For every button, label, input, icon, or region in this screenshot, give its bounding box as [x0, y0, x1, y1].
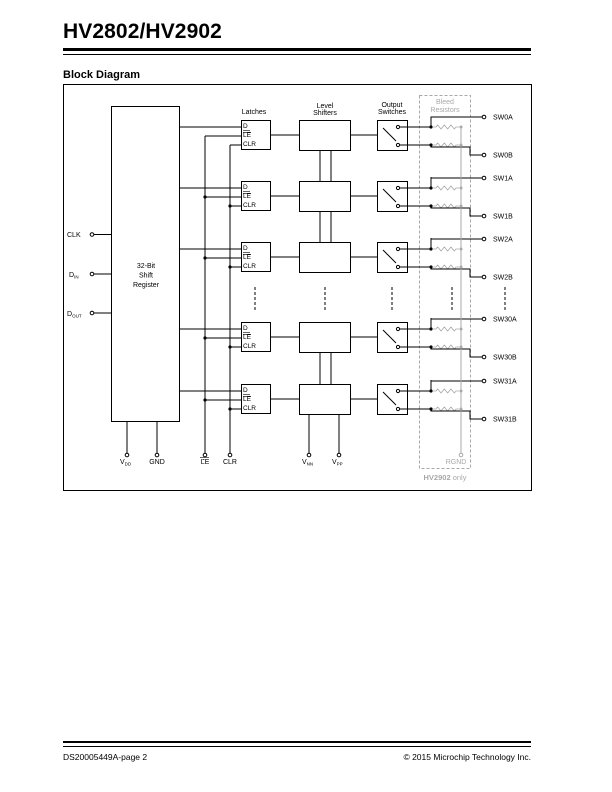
output-switch-box — [377, 181, 408, 212]
output-label: SW0B — [493, 153, 513, 160]
vpp-label: VPP — [332, 459, 343, 467]
output-label: SW30A — [493, 317, 517, 324]
shift-register-label-2: Shift — [139, 273, 153, 280]
output-switches-header-1: Output — [381, 102, 402, 109]
clr-pin-label: CLR — [223, 459, 237, 466]
dout-label: DOUT — [67, 311, 82, 319]
level-shifter-box — [299, 384, 351, 415]
vdd-label: VDD — [120, 459, 132, 467]
output-label: SW2A — [493, 237, 513, 244]
input-din: DIN — [69, 271, 112, 280]
level-shifter-box — [299, 181, 351, 212]
section-title: Block Diagram — [63, 69, 141, 81]
output-switch-box — [377, 120, 408, 151]
level-shifter-box — [299, 120, 351, 151]
input-clk: CLK — [67, 232, 112, 239]
clk-label: CLK — [67, 232, 81, 239]
output-label: SW0A — [493, 115, 513, 122]
latch-le-label: LE — [243, 334, 252, 341]
channel-row: D LE CLR SW2A SW2B — [179, 237, 513, 282]
output-label: SW1A — [493, 176, 513, 183]
latch-le-label: LE — [243, 254, 252, 261]
latch-le-label: LE — [243, 132, 252, 139]
hv2902-only-note: HV2902 only — [424, 473, 467, 482]
le-pin-label: LE — [201, 459, 210, 466]
latch-clr-label: CLR — [243, 263, 256, 270]
output-switch-box — [377, 242, 408, 273]
latch-d-label: D — [243, 387, 248, 394]
header-rule-thin — [63, 54, 531, 55]
output-label: SW2B — [493, 275, 513, 282]
bleed-resistors-header-2: Resistors — [430, 107, 460, 114]
document-title: HV2802/HV2902 — [63, 20, 222, 43]
latch-le-label: LE — [243, 193, 252, 200]
latch-le-label: LE — [243, 396, 252, 403]
header-rule — [63, 48, 531, 51]
shift-register-box — [111, 106, 180, 422]
vnn-label: VNN — [302, 459, 313, 467]
latch-d-label: D — [243, 184, 248, 191]
hv2902-region — [419, 95, 471, 469]
latch-d-label: D — [243, 245, 248, 252]
shift-register-label-3: Register — [133, 282, 160, 289]
latch-d-label: D — [243, 325, 248, 332]
output-label: SW31B — [493, 417, 517, 424]
footer-rule-thin — [63, 746, 531, 747]
footer-copyright: © 2015 Microchip Technology Inc. — [403, 752, 531, 762]
footer-doc-id: DS20005449A-page 2 — [63, 752, 148, 762]
level-shifters-header-2: Shifters — [313, 110, 337, 117]
channel-row: D LE CLR SW31A SW31B — [179, 379, 517, 424]
channel-row: D LE CLR SW30A SW30B — [179, 317, 517, 362]
channel-row: D LE CLR SW0A SW0B — [179, 115, 513, 160]
latch-clr-label: CLR — [243, 405, 256, 412]
level-shifter-box — [299, 322, 351, 353]
input-dout: DOUT — [67, 310, 112, 319]
latch-clr-label: CLR — [243, 141, 256, 148]
latch-d-label: D — [243, 123, 248, 130]
output-label: SW31A — [493, 379, 517, 386]
level-shifters-header-1: Level — [317, 103, 334, 110]
shift-register-label-1: 32-Bit — [137, 263, 155, 270]
bottom-pins: VDD GND LE CLR VNN VPP RGND — [120, 452, 467, 467]
rgnd-label: RGND — [446, 459, 467, 466]
output-switches-header-2: Switches — [378, 109, 407, 116]
output-switch-box — [377, 322, 408, 353]
output-label: SW30B — [493, 355, 517, 362]
din-label: DIN — [69, 272, 79, 280]
diagram-frame — [63, 84, 532, 491]
latch-clr-label: CLR — [243, 343, 256, 350]
output-label: SW1B — [493, 214, 513, 221]
channels: D LE CLR SW0A SW0B D LE CLR SW1A SW1B D LE CLR SW2A SW… — [179, 115, 517, 424]
latches-header: Latches — [242, 109, 267, 116]
footer-rule — [63, 741, 531, 743]
continuation-dashes — [254, 287, 506, 312]
level-shifter-box — [299, 242, 351, 273]
bleed-resistors-header-1: Bleed — [436, 99, 454, 106]
gnd-label: GND — [149, 459, 165, 466]
channel-row: D LE CLR SW1A SW1B — [179, 176, 513, 221]
output-switch-box — [377, 384, 408, 415]
latch-clr-label: CLR — [243, 202, 256, 209]
